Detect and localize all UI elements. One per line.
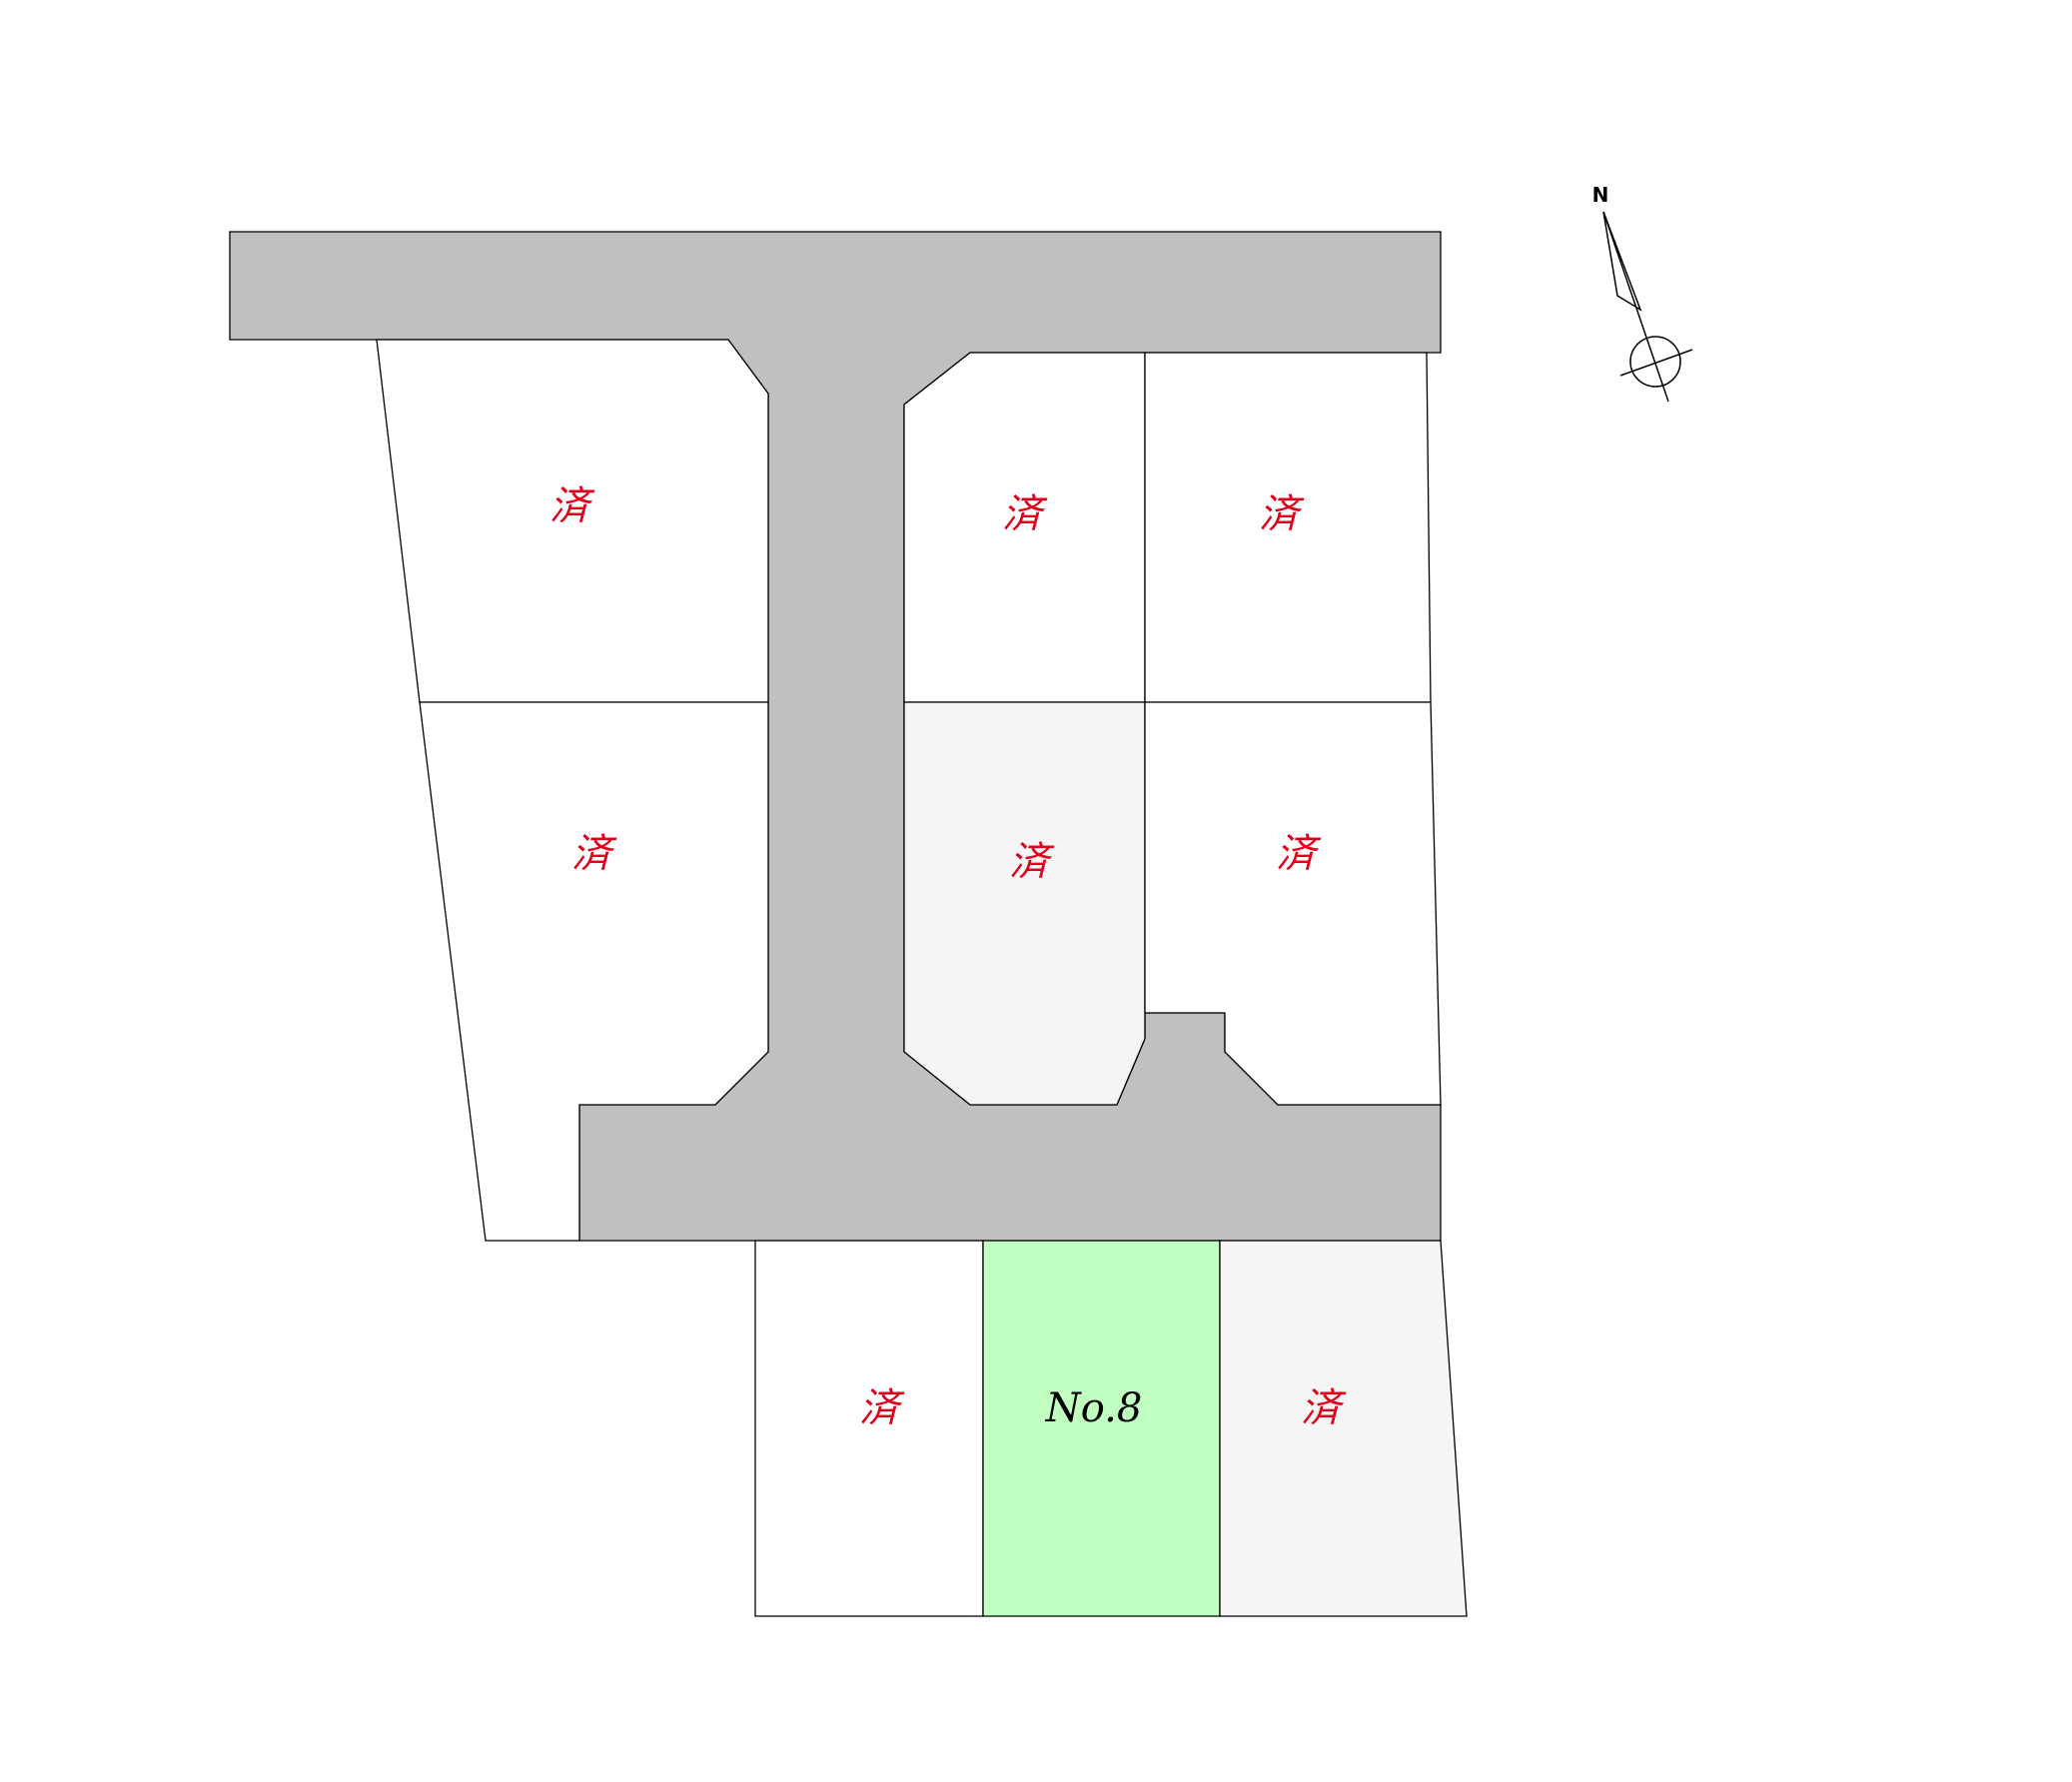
lot-6[interactable] [1144,701,1442,1106]
lot-1[interactable] [376,339,769,703]
lot-9-label: 済 [1301,1385,1347,1431]
lot-5[interactable] [903,701,1146,1106]
lot-7-label: 済 [859,1385,905,1431]
lot-3-label: 済 [1002,491,1048,537]
lot-8-label: No.8 [1045,1385,1143,1431]
compass-north-label: N [1592,183,1609,207]
lot-5-label: 済 [1009,839,1055,885]
north-arrow-icon: N [1592,183,1693,403]
lot-2[interactable] [419,701,769,1242]
lot-9[interactable] [1219,1240,1468,1617]
lot-2-label: 済 [571,831,617,877]
lot-1-label: 済 [549,483,595,529]
lot-6-label: 済 [1276,831,1322,877]
lot-4-label: 済 [1259,491,1305,537]
